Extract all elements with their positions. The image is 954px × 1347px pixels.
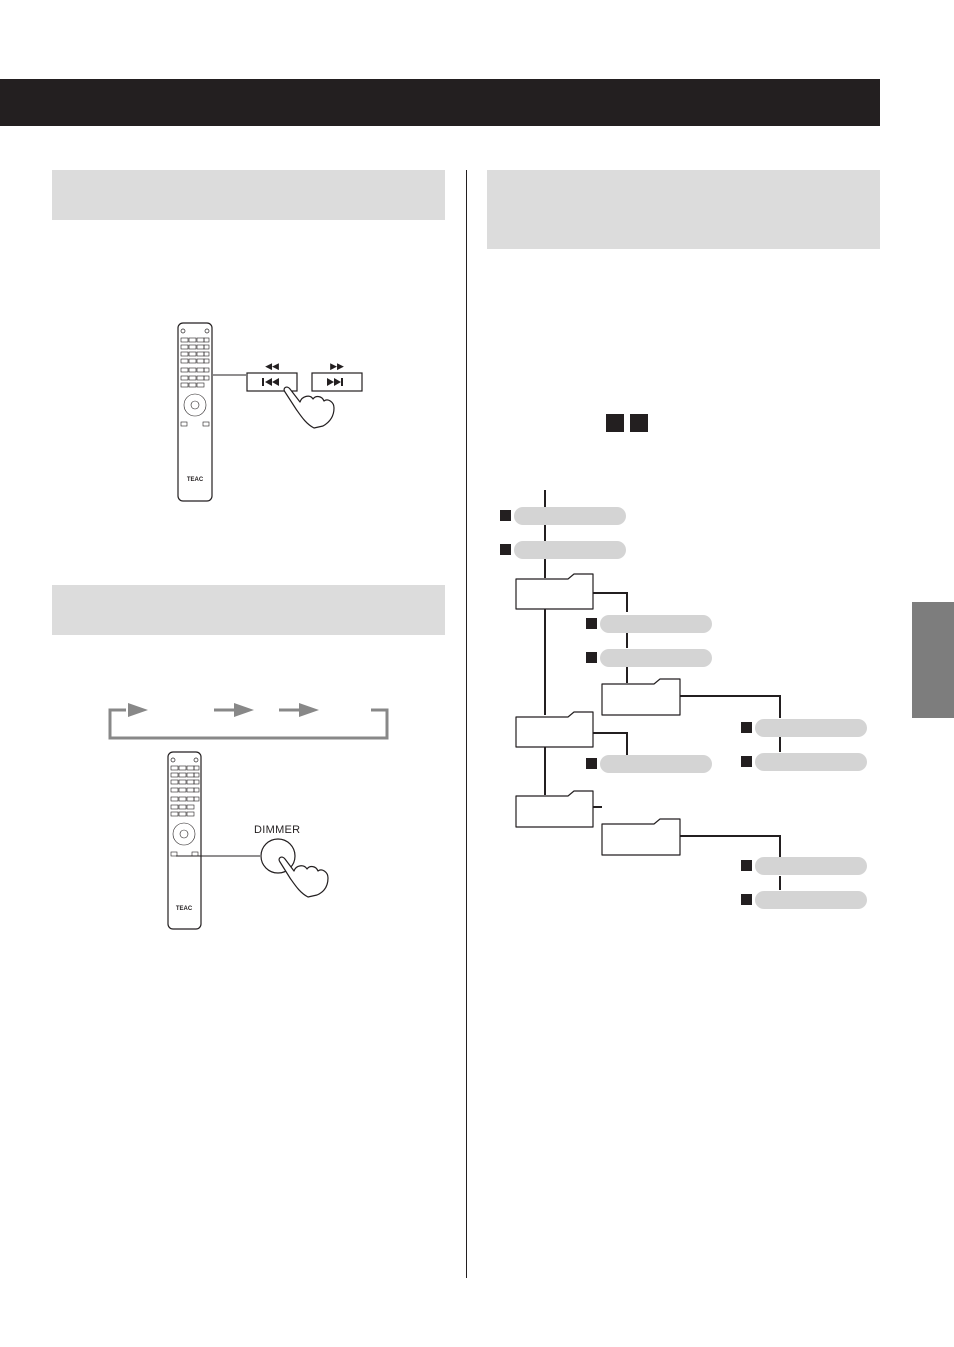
skip-back-icon <box>262 378 279 386</box>
fast-forward-icon: ▶▶ <box>330 361 344 371</box>
file-item <box>741 753 867 771</box>
dimmer-label: DIMMER <box>254 824 301 836</box>
file-item <box>741 719 867 737</box>
remote-brand-1: TEAC <box>187 477 204 483</box>
side-tab <box>912 602 954 718</box>
folder-icon <box>515 790 594 828</box>
folder-icon <box>601 678 681 716</box>
remote-brand-2: TEAC <box>176 906 193 912</box>
hand-pointer-icon-2 <box>278 856 329 898</box>
folder-icon <box>515 711 594 748</box>
file-items <box>500 507 867 909</box>
hand-pointer-icon <box>283 386 335 429</box>
skip-forward-icon <box>327 378 343 386</box>
rewind-icon: ◀◀ <box>265 361 279 371</box>
section-box-dimmer <box>52 585 445 635</box>
file-item <box>741 891 867 909</box>
header-bar <box>0 79 880 126</box>
file-item <box>500 507 626 525</box>
file-item <box>741 857 867 875</box>
folder-icon <box>601 818 681 856</box>
remote-control-1: TEAC <box>177 322 213 502</box>
file-item <box>500 541 626 559</box>
folder-icon <box>515 573 594 610</box>
remote-control-2: TEAC <box>167 751 202 930</box>
skip-buttons: ◀◀ ▶▶ <box>246 361 363 392</box>
section-box-skip <box>52 170 445 220</box>
legend-file-icons <box>606 414 648 432</box>
folder-tree <box>544 490 781 890</box>
file-item <box>586 755 712 773</box>
section-box-folders <box>487 170 880 249</box>
dimmer-cycle-diagram <box>108 703 389 740</box>
file-item <box>586 649 712 667</box>
file-item <box>586 615 712 633</box>
folder-icons <box>515 573 681 856</box>
column-divider <box>466 170 467 1278</box>
